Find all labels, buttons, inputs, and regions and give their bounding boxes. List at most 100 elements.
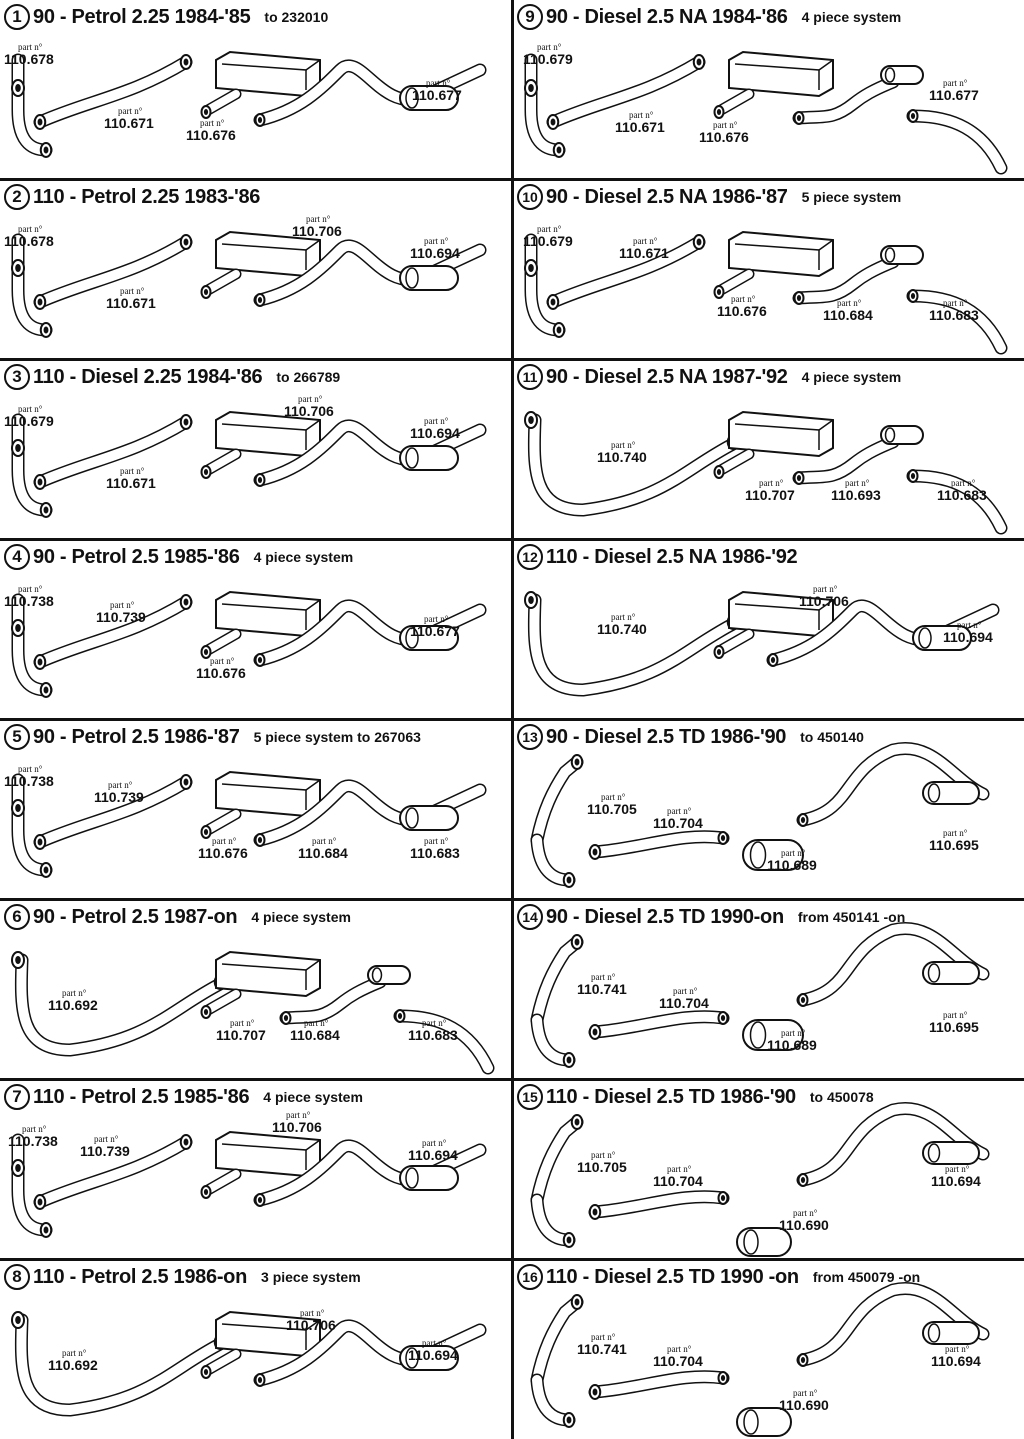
silencer-can [736, 1407, 792, 1437]
rear-silencer [399, 1345, 459, 1371]
part-number: 110.690 [779, 1397, 829, 1413]
part-label: part n°110.704 [653, 1344, 703, 1369]
exhaust-illustration [11, 1310, 487, 1417]
part-number: 110.704 [659, 995, 709, 1011]
panel-note: from 450141 -on [797, 909, 906, 925]
part-number: 110.671 [104, 115, 154, 131]
flange [33, 1194, 47, 1210]
part-number-prefix: part n° [200, 118, 225, 128]
part-number: 110.683 [929, 307, 979, 323]
part-number: 110.684 [298, 845, 348, 861]
panel-note: to 450078 [809, 1089, 874, 1105]
panel-number-badge: 7 [4, 1084, 30, 1110]
part-label: part n°110.677 [929, 78, 979, 103]
panel-note: 4 piece system [253, 549, 354, 565]
part-number-prefix: part n° [793, 1388, 818, 1398]
part-label: part n°110.676 [198, 836, 248, 861]
flange [254, 293, 266, 307]
downpipe [11, 773, 53, 877]
panel-title-text: 90 - Petrol 2.5 1985-'86 [33, 545, 240, 568]
silencer-can [742, 1019, 804, 1051]
part-label: part n°110.671 [615, 110, 665, 135]
part-number-prefix: part n° [120, 286, 145, 296]
tail-pipe [796, 1101, 990, 1187]
mid-pipe [792, 435, 900, 485]
part-number: 110.704 [653, 815, 703, 831]
part-number-prefix: part n° [210, 656, 235, 666]
manifold-flange [11, 619, 25, 637]
flange [588, 1384, 602, 1400]
flange [713, 285, 725, 299]
row-divider [0, 1258, 1024, 1261]
tail-pipe [253, 419, 487, 487]
manifold-flange [11, 951, 25, 969]
downpipe [530, 1295, 584, 1387]
row-divider [0, 358, 1024, 361]
part-number: 110.689 [767, 857, 817, 873]
silencer-can [736, 1227, 792, 1257]
rear-silencer [922, 1141, 980, 1165]
panel-number-badge: 9 [517, 4, 543, 30]
flange [797, 1173, 809, 1187]
part-label: part n°110.676 [717, 294, 767, 319]
silencer-inlet [202, 808, 242, 836]
part-number-prefix: part n° [230, 1018, 255, 1028]
panel-title-text: 110 - Petrol 2.5 1985-'86 [33, 1085, 250, 1108]
part-number: 110.692 [48, 997, 98, 1013]
centre-silencer [215, 1130, 321, 1178]
panel-number-badge: 16 [517, 1264, 543, 1290]
front-pipe [14, 953, 227, 1057]
flange [570, 1294, 584, 1310]
part-number-prefix: part n° [22, 1124, 47, 1134]
mid-silencer [880, 65, 924, 85]
part-label: part n°110.679 [4, 404, 54, 429]
part-label: part n°110.684 [290, 1018, 340, 1043]
flange [39, 502, 53, 518]
tail-pipe [393, 1009, 495, 1075]
downpipe [11, 593, 53, 697]
part-number: 110.677 [412, 87, 462, 103]
intermediate-pipe [33, 235, 193, 309]
flange [713, 465, 725, 479]
part-number: 110.671 [106, 295, 156, 311]
centre-silencer [215, 410, 321, 458]
tail-pipe [766, 599, 1000, 667]
downpipe [11, 1133, 53, 1237]
downpipe [11, 413, 53, 517]
part-number-prefix: part n° [673, 986, 698, 996]
centre-silencer [728, 230, 834, 278]
part-label: part n°110.690 [779, 1208, 829, 1233]
part-label: part n°110.679 [523, 42, 573, 67]
panel-title-text: 90 - Diesel 2.5 NA 1984-'86 [546, 5, 788, 28]
part-number: 110.684 [823, 307, 873, 323]
part-label: part n°110.705 [577, 1150, 627, 1175]
part-label: part n°110.671 [104, 106, 154, 131]
part-number: 110.741 [577, 1341, 627, 1357]
part-number-prefix: part n° [591, 972, 616, 982]
part-label: part n°110.683 [937, 478, 987, 503]
downpipe [524, 53, 566, 157]
part-label: part n°110.690 [779, 1388, 829, 1413]
part-number-prefix: part n° [312, 836, 337, 846]
exhaust-illustration [11, 950, 495, 1075]
panel-number-badge: 1 [4, 4, 30, 30]
part-label: part n°110.694 [408, 1338, 458, 1363]
part-number-prefix: part n° [731, 294, 756, 304]
part-number-prefix: part n° [781, 1028, 806, 1038]
part-number: 110.694 [931, 1173, 981, 1189]
part-number: 110.706 [292, 223, 342, 239]
part-number-prefix: part n° [945, 1344, 970, 1354]
flange [254, 473, 266, 487]
flange [907, 289, 919, 303]
part-number: 110.676 [198, 845, 248, 861]
panel-number-badge: 3 [4, 364, 30, 390]
part-number: 110.741 [577, 981, 627, 997]
centre-silencer [215, 770, 321, 818]
flange [179, 234, 193, 250]
